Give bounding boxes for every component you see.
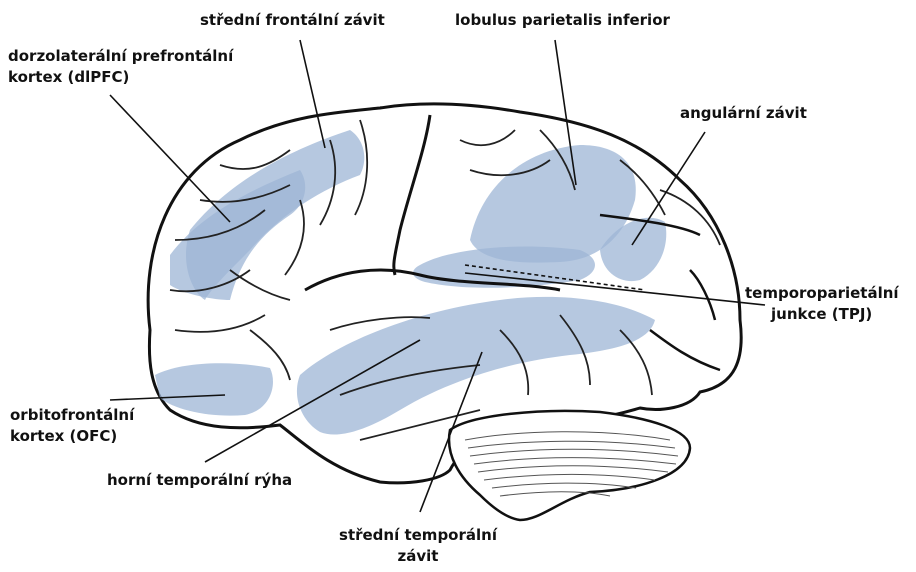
label-angular-gyrus-text: angulární závit — [680, 103, 807, 124]
label-middle-frontal-gyrus: střední frontální závit — [200, 10, 385, 31]
label-ofc-line1: orbitofrontální — [10, 405, 134, 426]
label-dlpfc-line2: kortex (dlPFC) — [8, 67, 233, 88]
label-superior-temporal-sulcus-text: horní temporální rýha — [107, 470, 292, 491]
label-middle-temporal-gyrus-line2: závit — [313, 546, 523, 567]
label-middle-temporal-gyrus-line1: střední temporální — [313, 525, 523, 546]
label-tpj-line1: temporoparietální — [745, 283, 899, 304]
label-inferior-parietal-lobule-text: lobulus parietalis inferior — [455, 10, 670, 31]
label-ofc: orbitofrontální kortex (OFC) — [10, 405, 134, 447]
label-dlpfc: dorzolaterální prefrontální kortex (dlPF… — [8, 46, 233, 88]
label-tpj-line2: junkce (TPJ) — [745, 304, 899, 325]
cerebellum — [449, 411, 690, 520]
label-ofc-line2: kortex (OFC) — [10, 426, 134, 447]
label-middle-temporal-gyrus: střední temporální závit — [313, 525, 523, 567]
label-tpj: temporoparietální junkce (TPJ) — [745, 283, 899, 325]
label-middle-frontal-gyrus-text: střední frontální závit — [200, 10, 385, 31]
label-angular-gyrus: angulární závit — [680, 103, 807, 124]
label-inferior-parietal-lobule: lobulus parietalis inferior — [455, 10, 670, 31]
label-dlpfc-line1: dorzolaterální prefrontální — [8, 46, 233, 67]
label-superior-temporal-sulcus: horní temporální rýha — [107, 470, 292, 491]
